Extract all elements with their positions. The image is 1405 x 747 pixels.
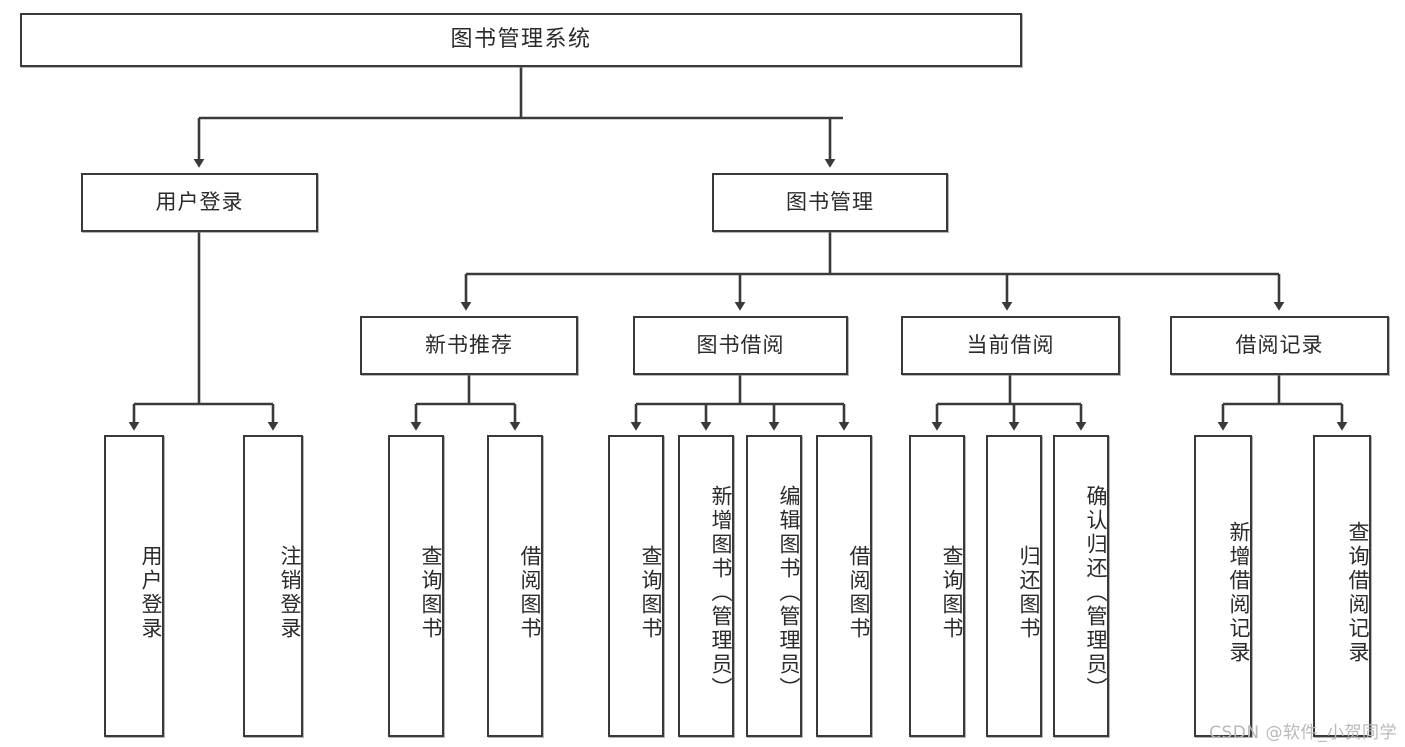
node-borrow-record-label: 借阅记录	[1235, 332, 1324, 357]
node-current-borrow[interactable]: 当前借阅	[901, 316, 1120, 375]
node-leaf-logout[interactable]: 注销登录	[243, 435, 303, 737]
node-book-manage-label: 图书管理	[786, 189, 874, 214]
node-leaf-query-book-1[interactable]: 查询图书	[388, 435, 444, 737]
node-leaf-query-book-3[interactable]: 查询图书	[909, 435, 965, 737]
node-leaf-query-book-2-label: 查询图书	[639, 545, 663, 641]
node-leaf-add-book-label: 新增图书（管理员）	[709, 485, 733, 701]
node-leaf-edit-book[interactable]: 编辑图书（管理员）	[746, 435, 802, 737]
node-new-book-rec[interactable]: 新书推荐	[360, 316, 578, 375]
node-leaf-return-book[interactable]: 归还图书	[986, 435, 1042, 737]
node-leaf-confirm-return[interactable]: 确认归还（管理员）	[1053, 435, 1109, 737]
node-leaf-query-record[interactable]: 查询借阅记录	[1313, 435, 1371, 737]
node-user-login[interactable]: 用户登录	[81, 173, 318, 232]
node-leaf-edit-book-label: 编辑图书（管理员）	[777, 485, 801, 701]
node-leaf-return-book-label: 归还图书	[1017, 545, 1041, 641]
node-current-borrow-label: 当前借阅	[966, 332, 1055, 357]
node-leaf-query-book-1-label: 查询图书	[419, 545, 443, 641]
node-book-borrow[interactable]: 图书借阅	[633, 316, 848, 375]
node-leaf-query-book-2[interactable]: 查询图书	[608, 435, 664, 737]
node-leaf-borrow-book-2[interactable]: 借阅图书	[816, 435, 872, 737]
node-user-login-label: 用户登录	[155, 189, 244, 214]
csdn-watermark: CSDN @软件_小贺同学	[1209, 723, 1397, 743]
node-leaf-add-record[interactable]: 新增借阅记录	[1194, 435, 1252, 737]
node-leaf-query-book-3-label: 查询图书	[940, 545, 964, 641]
node-leaf-user-login[interactable]: 用户登录	[104, 435, 164, 737]
node-leaf-logout-label: 注销登录	[278, 545, 302, 641]
node-leaf-user-login-label: 用户登录	[139, 545, 163, 641]
node-root[interactable]: 图书管理系统	[20, 13, 1022, 67]
node-leaf-confirm-return-label: 确认归还（管理员）	[1084, 485, 1108, 701]
node-book-manage[interactable]: 图书管理	[712, 173, 948, 232]
node-leaf-borrow-book-1[interactable]: 借阅图书	[487, 435, 543, 737]
node-leaf-borrow-book-1-label: 借阅图书	[518, 545, 542, 641]
node-leaf-borrow-book-2-label: 借阅图书	[847, 545, 871, 641]
node-book-borrow-label: 图书借阅	[696, 332, 785, 357]
node-leaf-query-record-label: 查询借阅记录	[1346, 521, 1370, 665]
node-leaf-add-record-label: 新增借阅记录	[1227, 521, 1251, 665]
node-root-label: 图书管理系统	[450, 26, 592, 52]
node-borrow-record[interactable]: 借阅记录	[1170, 316, 1389, 375]
node-new-book-rec-label: 新书推荐	[425, 332, 513, 357]
node-leaf-add-book[interactable]: 新增图书（管理员）	[678, 435, 734, 737]
